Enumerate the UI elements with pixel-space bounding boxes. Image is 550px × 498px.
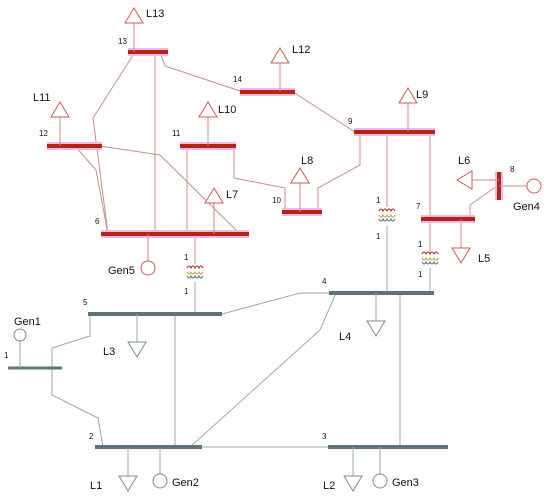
l13-label: L13 (146, 8, 164, 20)
bus-9-label: 9 (348, 117, 353, 126)
line-2-4 (189, 292, 337, 448)
generator-gen4-icon (526, 178, 542, 194)
bus-8-label: 8 (510, 165, 515, 174)
bus-13-label: 13 (118, 37, 127, 46)
load-l11-icon (50, 101, 70, 118)
line-13-14 (159, 51, 244, 93)
load-l10-icon (198, 101, 218, 118)
l2-label: L2 (323, 480, 335, 492)
bus-6-label: 6 (95, 217, 100, 226)
gen3-label: Gen3 (392, 477, 419, 489)
l10-label: L10 (218, 104, 236, 116)
load-l3-icon (127, 341, 147, 358)
l12-label: L12 (292, 44, 310, 56)
transformer-4-9-icon (378, 208, 396, 222)
xfmr-5-6-tap-bottom: 1 (184, 287, 189, 296)
bus-11-label: 11 (172, 129, 181, 138)
line-4-5 (221, 292, 330, 315)
bus-4-label: 4 (322, 277, 327, 286)
l5-label: L5 (478, 253, 490, 265)
line-1-5 (51, 314, 91, 368)
load-l12-icon (270, 47, 290, 64)
transformer-5-6-icon (186, 265, 204, 279)
l7-label: L7 (226, 189, 238, 201)
l1-label: L1 (90, 480, 102, 492)
xfmr-4-7-tap-top: 1 (418, 240, 423, 249)
load-l4-icon (366, 320, 386, 337)
gen4-label: Gen4 (513, 201, 540, 213)
gen2-label: Gen2 (172, 477, 199, 489)
load-l5-icon (451, 247, 471, 264)
load-l7-icon (204, 187, 224, 204)
load-l9-icon (398, 87, 418, 104)
xfmr-4-7-tap-bottom: 1 (418, 270, 423, 279)
generator-gen5-icon (140, 260, 156, 276)
line-6-12 (74, 145, 109, 235)
load-l1-icon (118, 475, 138, 492)
l9-label: L9 (416, 89, 428, 101)
load-l2-icon (343, 475, 363, 492)
l11-label: L11 (33, 92, 51, 104)
line-7-8 (469, 185, 498, 219)
generator-gen1-icon (13, 328, 27, 342)
bus-12-label: 12 (39, 129, 48, 138)
bus-2-label: 2 (89, 432, 94, 441)
xfmr-5-6-tap-top: 1 (184, 253, 189, 262)
bus-3-label: 3 (322, 432, 327, 441)
generator-gen2-icon (152, 473, 168, 489)
line-9-14 (292, 91, 356, 133)
bus-5-label: 5 (83, 298, 88, 307)
l3-label: L3 (103, 346, 115, 358)
line-1-2 (51, 368, 104, 448)
transformer-4-7-icon (421, 251, 439, 265)
line-9-10 (317, 132, 361, 212)
line-6-13 (92, 51, 136, 235)
load-l13-icon (124, 7, 144, 24)
l8-label: L8 (301, 155, 313, 167)
line-12-13-cross (99, 145, 241, 235)
gen5-label: Gen5 (108, 265, 135, 277)
bus-1-label: 1 (4, 351, 9, 360)
bus-7-label: 7 (416, 202, 421, 211)
l4-label: L4 (339, 331, 351, 343)
load-l8-icon (290, 167, 310, 184)
bus-14-label: 14 (233, 75, 242, 84)
load-l6-icon (456, 170, 473, 190)
gen1-label: Gen1 (14, 316, 41, 328)
xfmr-4-9-tap-top: 1 (376, 196, 381, 205)
l6-label: L6 (458, 155, 470, 167)
bus-10-label: 10 (272, 196, 281, 205)
xfmr-4-9-tap-bottom: 1 (376, 232, 381, 241)
line-10-11 (233, 146, 286, 212)
generator-gen3-icon (372, 473, 388, 489)
